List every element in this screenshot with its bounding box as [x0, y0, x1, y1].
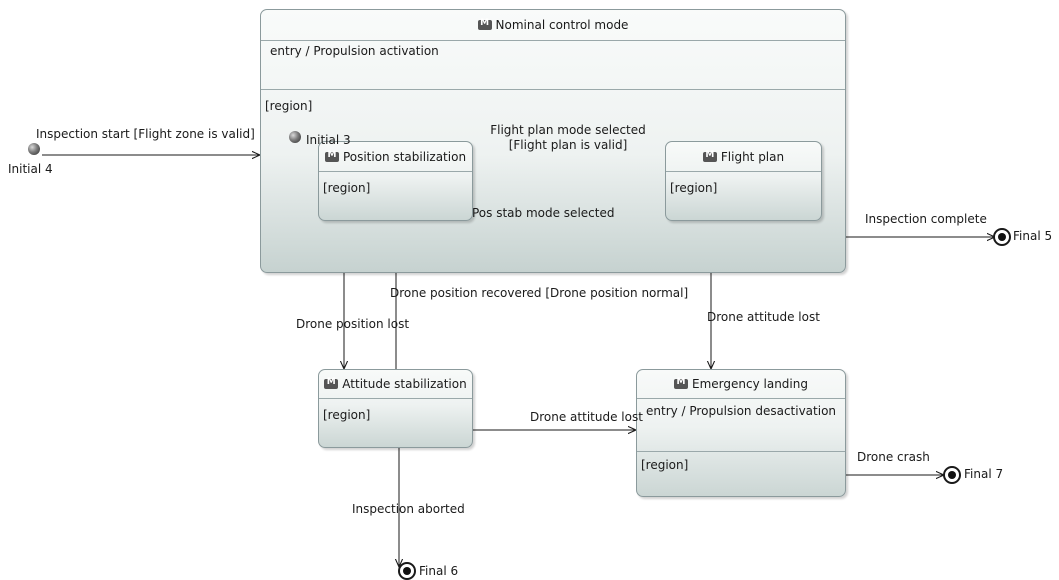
state-attitude-title: Attitude stabilization: [342, 377, 467, 391]
final-7-label: Final 7: [964, 467, 1004, 481]
state-nominal-header: Nominal control mode: [261, 10, 845, 41]
state-flight-plan[interactable]: Flight plan [region]: [665, 141, 822, 221]
initial-4-node[interactable]: [28, 143, 40, 155]
initial-3-label: Initial 3: [306, 133, 351, 147]
state-emergency-landing[interactable]: Emergency landing entry / Propulsion des…: [636, 369, 846, 497]
final-6-label: Final 6: [419, 564, 459, 578]
m-badge-icon: [477, 18, 492, 30]
state-flight-plan-region: [region]: [670, 181, 718, 195]
state-position-stabilization[interactable]: Position stabilization [region]: [318, 141, 473, 221]
state-emergency-region: [region]: [641, 458, 689, 472]
state-flight-plan-title: Flight plan: [720, 149, 785, 164]
state-emergency-divider: [637, 451, 845, 452]
label-flight-plan-selected-line1: Flight plan mode selected: [490, 123, 646, 137]
state-nominal-divider: [261, 89, 845, 90]
initial-4-label: Initial 4: [8, 162, 53, 176]
label-inspection-start: Inspection start [Flight zone is valid]: [36, 127, 255, 141]
state-attitude-region: [region]: [323, 408, 371, 422]
state-emergency-title: Emergency landing: [692, 377, 808, 391]
label-flight-plan-selected: Flight plan mode selected [Flight plan i…: [478, 123, 658, 153]
state-emergency-entry: entry / Propulsion desactivation: [646, 404, 837, 418]
final-7-node[interactable]: [943, 466, 961, 484]
label-inspection-aborted: Inspection aborted: [352, 502, 465, 516]
label-drone-position-lost: Drone position lost: [296, 317, 410, 331]
label-inspection-complete: Inspection complete: [865, 212, 987, 226]
m-badge-icon: [702, 150, 717, 162]
state-position-region: [region]: [323, 181, 371, 195]
state-position-header: Position stabilization: [319, 142, 472, 172]
m-badge-icon: [674, 377, 689, 389]
final-5-node[interactable]: [993, 228, 1011, 246]
state-nominal-title: Nominal control mode: [495, 18, 629, 32]
label-drone-attitude-lost-2: Drone attitude lost: [530, 410, 643, 424]
state-flight-plan-header: Flight plan: [666, 142, 821, 172]
label-drone-position-recovered: Drone position recovered [Drone position…: [390, 286, 689, 300]
state-emergency-header: Emergency landing: [637, 370, 845, 399]
m-badge-icon: [324, 150, 339, 162]
label-drone-attitude-lost-1: Drone attitude lost: [707, 310, 820, 324]
initial-3-node[interactable]: [289, 131, 301, 143]
m-badge-icon: [324, 377, 339, 389]
state-nominal-entry: entry / Propulsion activation: [270, 44, 439, 58]
label-flight-plan-selected-line2: [Flight plan is valid]: [508, 138, 628, 152]
state-position-title: Position stabilization: [342, 149, 467, 164]
label-drone-crash: Drone crash: [857, 450, 930, 464]
final-6-node[interactable]: [398, 562, 416, 580]
state-nominal-region: [region]: [265, 99, 313, 113]
state-attitude-header: Attitude stabilization: [319, 370, 472, 399]
final-5-label: Final 5: [1013, 229, 1053, 243]
label-pos-stab-selected: Pos stab mode selected: [472, 206, 615, 220]
state-attitude-stabilization[interactable]: Attitude stabilization [region]: [318, 369, 473, 448]
